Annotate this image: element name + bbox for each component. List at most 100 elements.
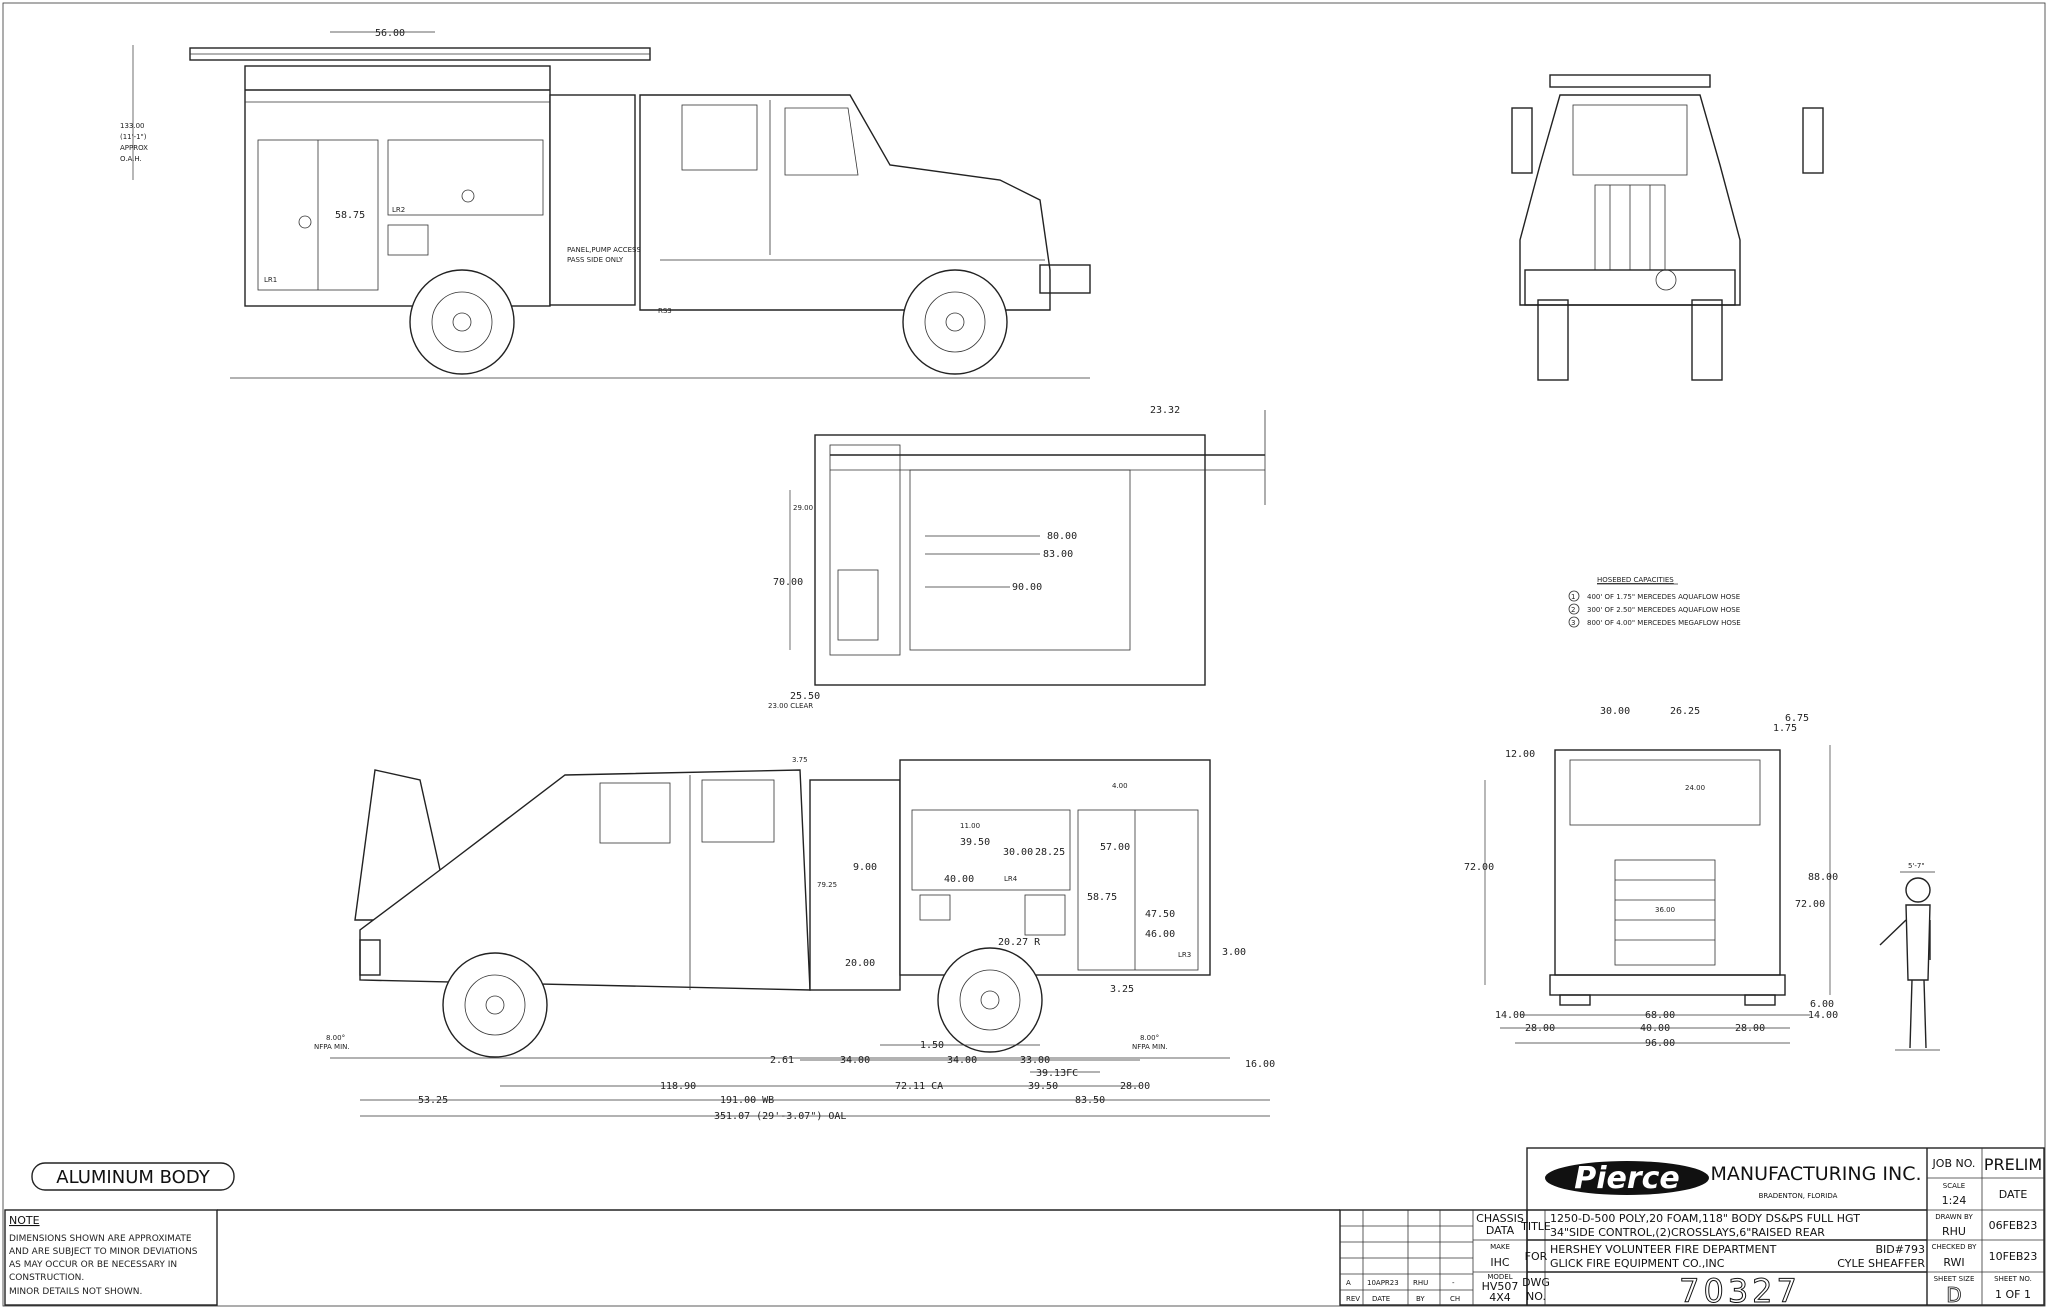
- dim-29-00: 29.00: [793, 504, 813, 512]
- dim-rear-28-00b: 28.00: [1735, 1023, 1765, 1034]
- dim-3-25: 3.25: [1110, 984, 1134, 995]
- label-lr1: LR1: [264, 276, 277, 284]
- right-mirror: [1802, 107, 1824, 174]
- dim-rear-6-75: 6.75: [1785, 713, 1809, 724]
- label-lr3: LR3: [1178, 951, 1191, 959]
- company-name: MANUFACTURING INC.: [1710, 1163, 1921, 1185]
- rev-letter: A: [1346, 1279, 1351, 1287]
- note-line-2: AND ARE SUBJECT TO MINOR DEVIATIONS: [9, 1247, 198, 1257]
- sheet-size-label: SHEET SIZE: [1934, 1275, 1975, 1283]
- dim-39-13fc: 39.13FC: [1036, 1068, 1078, 1079]
- pump-module: [809, 779, 901, 991]
- pierce-logo: [1545, 1161, 1709, 1195]
- model-label: MODEL: [1487, 1273, 1512, 1281]
- dim-rear-12-00: 12.00: [1505, 749, 1535, 760]
- dim-3-75: 3.75: [792, 756, 808, 764]
- dim-53-25: 53.25: [418, 1095, 448, 1106]
- scale-value: 1:24: [1942, 1194, 1967, 1207]
- left-mirror: [1511, 107, 1533, 174]
- bid-number: BID#793: [1876, 1243, 1925, 1256]
- nfpa-left: NFPA MIN.: [314, 1043, 350, 1051]
- label-lr4: LR4: [1004, 875, 1018, 883]
- dim-rear-14-00b: 14.00: [1808, 1010, 1838, 1021]
- pierce-logo-text: Pierce: [1574, 1161, 1680, 1196]
- lightbar: [1549, 74, 1711, 88]
- front-view: [1511, 74, 1824, 381]
- front-bumper: [1524, 269, 1736, 306]
- dim-83-00: 83.00: [1043, 549, 1073, 560]
- dim-16-00: 16.00: [1245, 1059, 1275, 1070]
- rev-header-date: DATE: [1372, 1295, 1390, 1303]
- dim-34-00b: 34.00: [947, 1055, 977, 1066]
- for-line-1: HERSHEY VOLUNTEER FIRE DEPARTMENT: [1550, 1243, 1777, 1256]
- checked-by-label: CHECKED BY: [1932, 1243, 1978, 1251]
- rear-body: [1554, 749, 1781, 976]
- dim-39-50b: 39.50: [1028, 1081, 1058, 1092]
- hosebed-num-2: 2: [1571, 606, 1575, 614]
- title-line-2: 34"SIDE CONTROL,(2)CROSSLAYS,6"RAISED RE…: [1550, 1226, 1825, 1239]
- top-view: 23.32 29.00 70.00 80.00 83.00 90.00 25.5…: [768, 405, 1266, 710]
- front-tire-left: [1537, 299, 1569, 381]
- dim-ladder-length: 56.00: [375, 28, 405, 39]
- company-location: BRADENTON, FLORIDA: [1759, 1192, 1838, 1200]
- dim-2-61: 2.61: [770, 1055, 794, 1066]
- dim-rear-14-00a: 14.00: [1495, 1010, 1525, 1021]
- sheet-no-value: 1 OF 1: [1995, 1288, 2031, 1301]
- dim-58-75: 58.75: [1087, 892, 1117, 903]
- side-view-bottom: 3.75 4.00 11.00 39.50 30.00 28.25 57.00 …: [314, 756, 1275, 1122]
- note-line-4: CONSTRUCTION.: [9, 1273, 84, 1283]
- hosebed-capacities: HOSEBED CAPACITIES 1 400' OF 1.75" MERCE…: [1568, 576, 1741, 628]
- model-value-1: HV507: [1482, 1280, 1519, 1293]
- dim-rear-6-00: 6.00: [1810, 999, 1834, 1010]
- hosebed-item-3: 800' OF 4.00" MERCEDES MEGAFLOW HOSE: [1587, 619, 1741, 627]
- dim-40-00: 40.00: [944, 874, 974, 885]
- note-box: NOTE DIMENSIONS SHOWN ARE APPROXIMATE AN…: [4, 1209, 1340, 1306]
- model-value-2: 4X4: [1489, 1291, 1511, 1304]
- cab: [639, 94, 1051, 311]
- note-line-5: MINOR DETAILS NOT SHOWN.: [9, 1287, 142, 1297]
- dim-46-00: 46.00: [1145, 929, 1175, 940]
- note-line-1: DIMENSIONS SHOWN ARE APPROXIMATE: [9, 1234, 192, 1244]
- cab-window: [681, 104, 758, 171]
- aluminum-body-badge: [31, 1162, 235, 1191]
- top-body: [814, 434, 1206, 686]
- dim-rear-96-00: 96.00: [1645, 1038, 1675, 1049]
- sheet-size-value: D: [1946, 1283, 1961, 1307]
- label-lr2: LR2: [392, 206, 405, 214]
- human-scale-figure: 5'-7": [1879, 862, 1940, 1051]
- drawn-date: 06FEB23: [1989, 1219, 2038, 1232]
- dim-oah: O.A.H.: [120, 155, 142, 163]
- dim-rear-40-00: 40.00: [1640, 1023, 1670, 1034]
- make-value: IHC: [1490, 1256, 1510, 1269]
- drawn-by-value: RHU: [1942, 1225, 1966, 1238]
- dim-80-00: 80.00: [1047, 531, 1077, 542]
- front-wheel: [902, 269, 1008, 375]
- checked-by-value: RWI: [1943, 1256, 1964, 1269]
- dim-3-00: 3.00: [1222, 947, 1246, 958]
- hosebed-item-2: 300' OF 2.50" MERCEDES AQUAFLOW HOSE: [1587, 606, 1740, 614]
- label-rs3: RS3: [658, 307, 672, 315]
- pump-panel: [549, 94, 636, 306]
- dim-23-clear: 23.00 CLEAR: [768, 702, 813, 710]
- contact-name: CYLE SHEAFFER: [1837, 1257, 1925, 1270]
- panel-note-2: PASS SIDE ONLY: [567, 256, 624, 264]
- figure-height: 5'-7": [1908, 862, 1925, 870]
- dim-rear-30-00: 30.00: [1600, 706, 1630, 717]
- hosebed-item-1: 400' OF 1.75" MERCEDES AQUAFLOW HOSE: [1587, 593, 1740, 601]
- panel-note-1: PANEL,PUMP ACCESS: [567, 246, 641, 254]
- dim-rear-72-00b: 72.00: [1795, 899, 1825, 910]
- make-label: MAKE: [1490, 1243, 1510, 1251]
- body-bottom: [899, 759, 1211, 976]
- drawn-by-label: DRAWN BY: [1935, 1213, 1973, 1221]
- dim-approx: APPROX: [120, 144, 148, 152]
- dim-overall-length: 351.07 (29'-3.07") OAL: [714, 1111, 846, 1122]
- dim-28-00: 28.00: [1120, 1081, 1150, 1092]
- rear-view: 30.00 26.25 6.75 1.75 12.00 72.00 88.00 …: [1464, 706, 1838, 1049]
- rear-wheel-bottom: [937, 947, 1043, 1053]
- for-label: FOR: [1525, 1250, 1548, 1263]
- dwg-label-1: DWG: [1522, 1276, 1550, 1289]
- aluminum-body-label: ALUMINUM BODY: [56, 1167, 210, 1188]
- job-no-label: JOB NO.: [1932, 1157, 1976, 1170]
- dim-20-00: 20.00: [845, 958, 875, 969]
